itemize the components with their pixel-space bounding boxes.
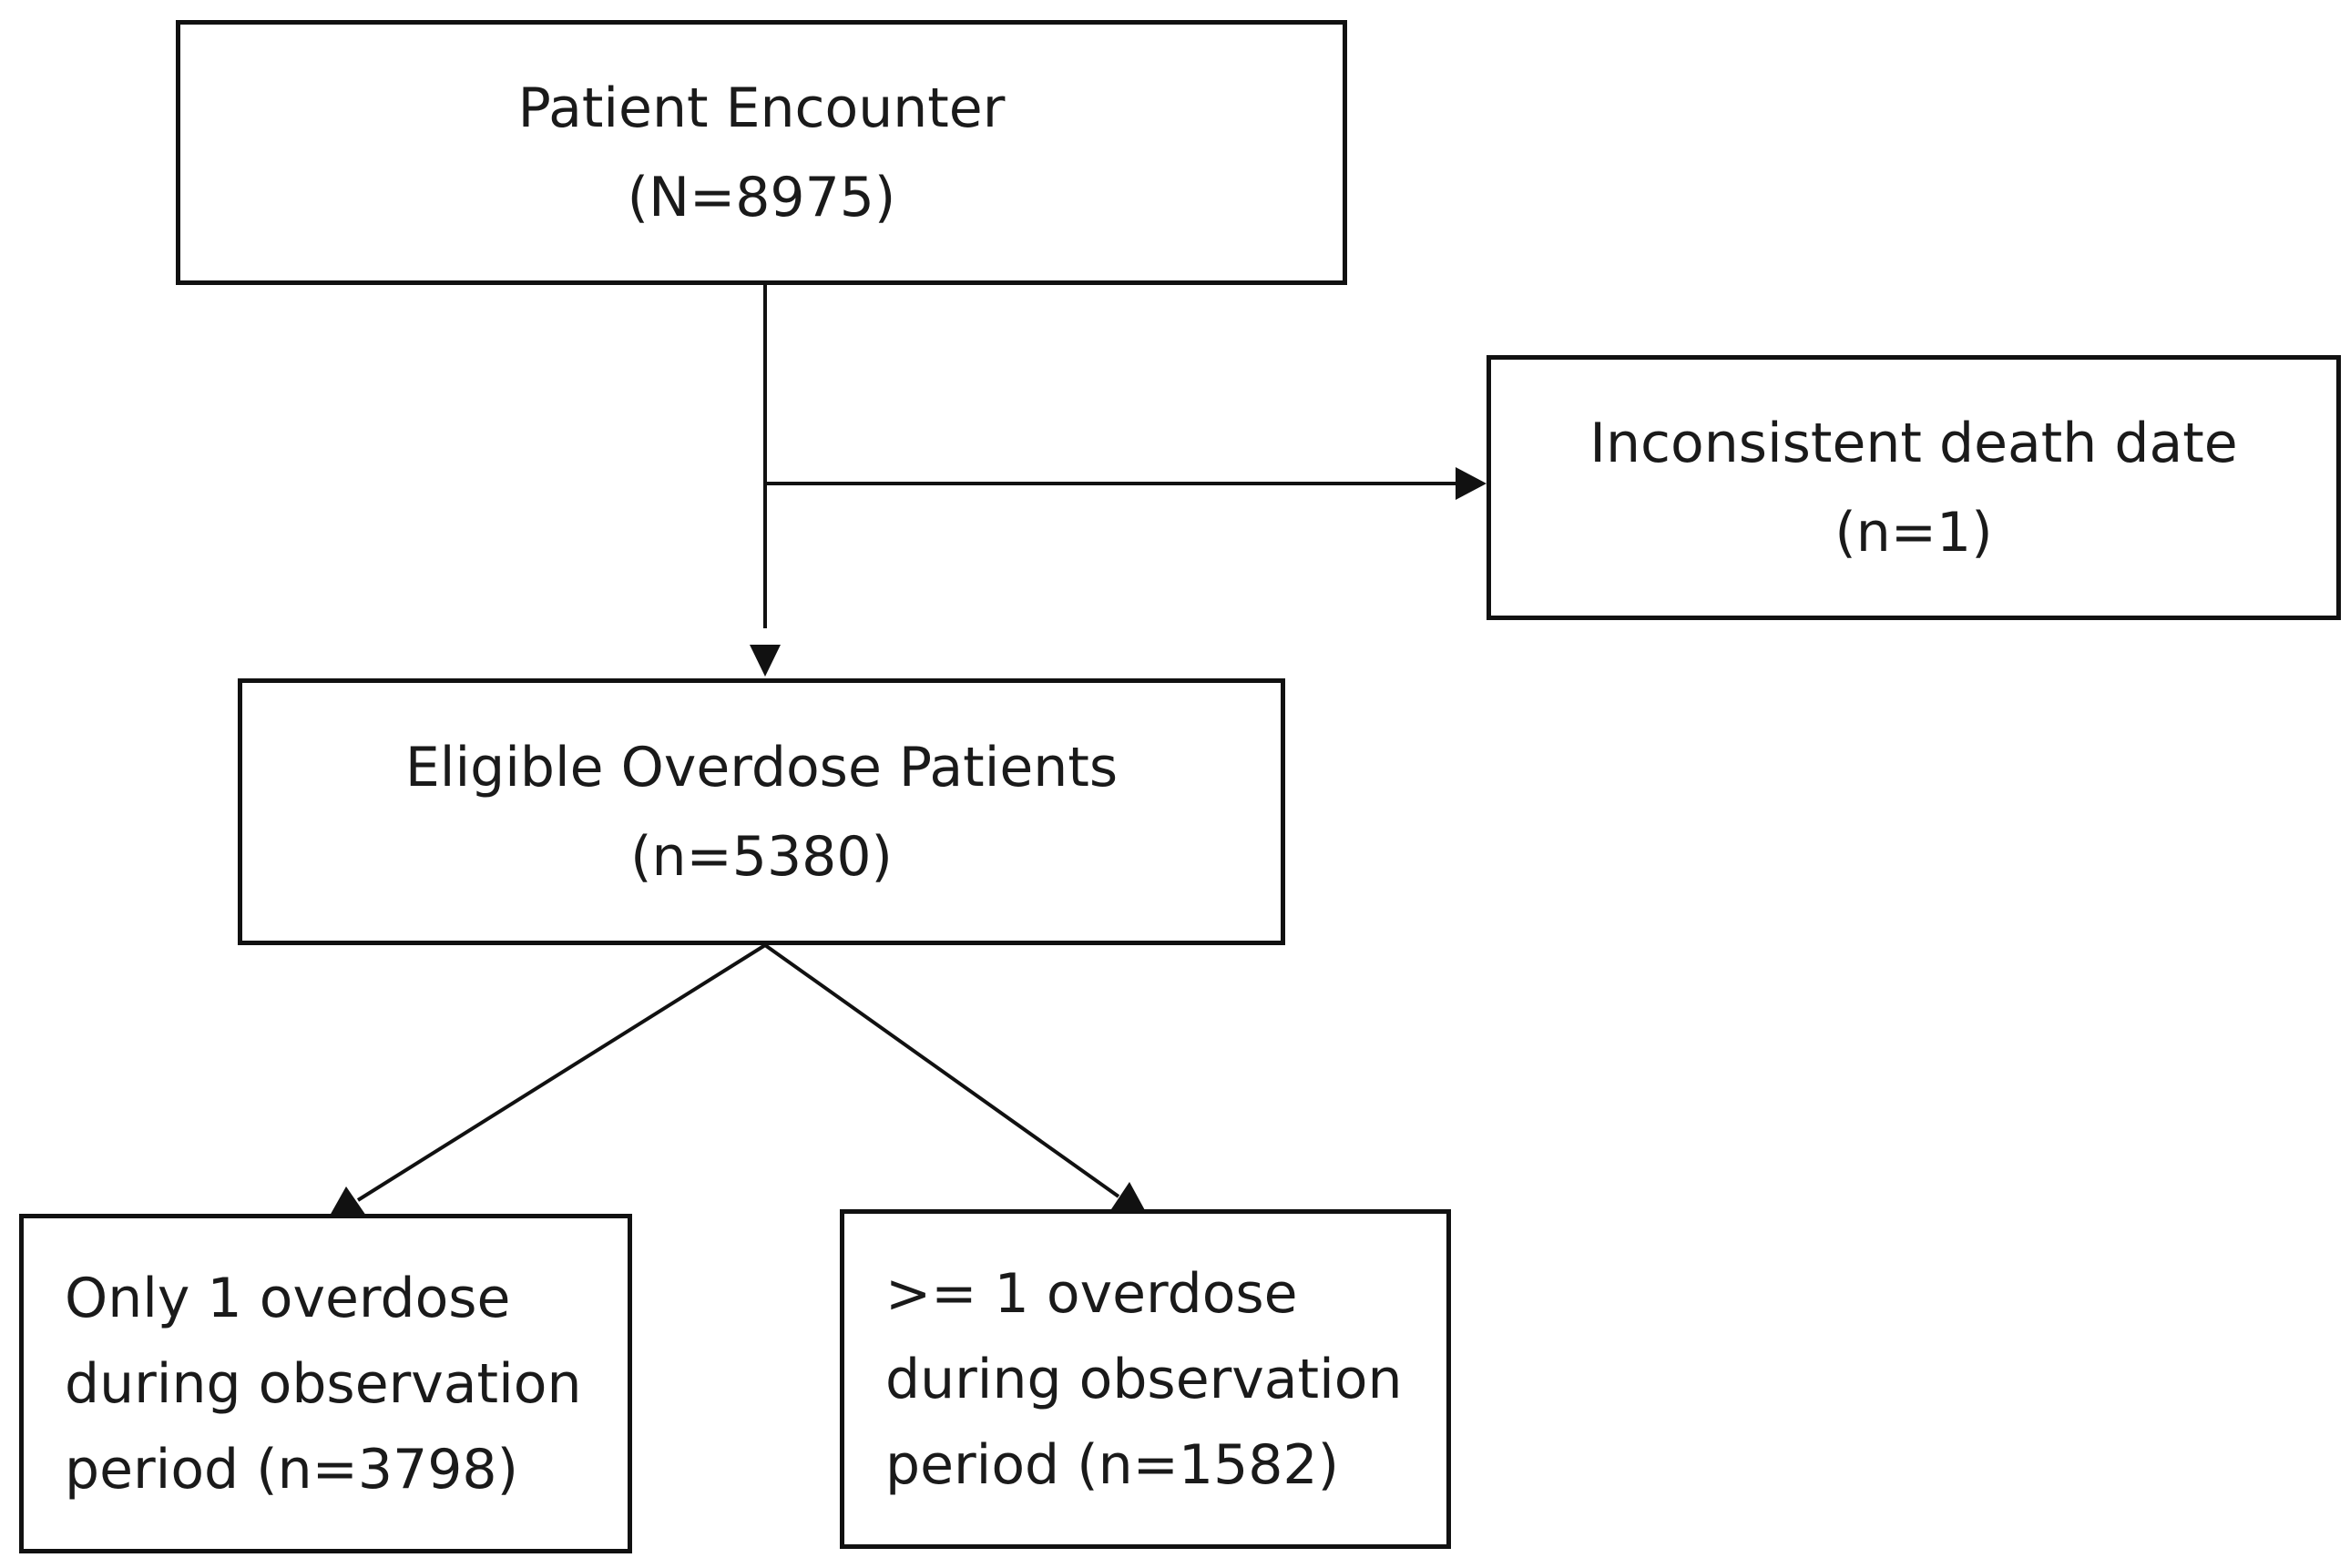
single-overdose-line-2: during observation — [65, 1351, 582, 1416]
eligible-overdose-patients-box: Eligible Overdose Patients (n=5380) — [238, 678, 1285, 945]
arrowhead-single — [330, 1186, 366, 1216]
inconsistent-death-date-box: Inconsistent death date (n=1) — [1487, 355, 2341, 620]
arrowhead-excluded — [1456, 467, 1487, 500]
patient-encounter-count: (N=8975) — [627, 165, 896, 229]
patient-encounter-title: Patient Encounter — [517, 76, 1006, 140]
patient-encounter-box: Patient Encounter (N=8975) — [176, 20, 1347, 285]
eligible-overdose-patients-count: (n=5380) — [630, 824, 893, 889]
arrowhead-multiple — [1109, 1182, 1146, 1212]
multiple-overdose-line-3: period (n=1582) — [885, 1432, 1340, 1497]
single-overdose-line-3: period (n=3798) — [65, 1437, 519, 1502]
arrow-eligible-to-multiple — [763, 943, 1120, 1198]
multiple-overdose-box: >= 1 overdose during observation period … — [840, 1209, 1451, 1549]
arrowhead-eligible — [750, 645, 781, 677]
eligible-overdose-patients-title: Eligible Overdose Patients — [404, 735, 1119, 799]
single-overdose-line-1: Only 1 overdose — [65, 1266, 511, 1330]
inconsistent-death-date-title: Inconsistent death date — [1589, 411, 2238, 475]
single-overdose-box: Only 1 overdose during observation perio… — [19, 1214, 632, 1553]
multiple-overdose-line-1: >= 1 overdose — [885, 1261, 1298, 1326]
multiple-overdose-line-2: during observation — [885, 1347, 1403, 1411]
inconsistent-death-date-count: (n=1) — [1834, 500, 1993, 565]
arrow-eligible-to-single — [356, 943, 767, 1202]
